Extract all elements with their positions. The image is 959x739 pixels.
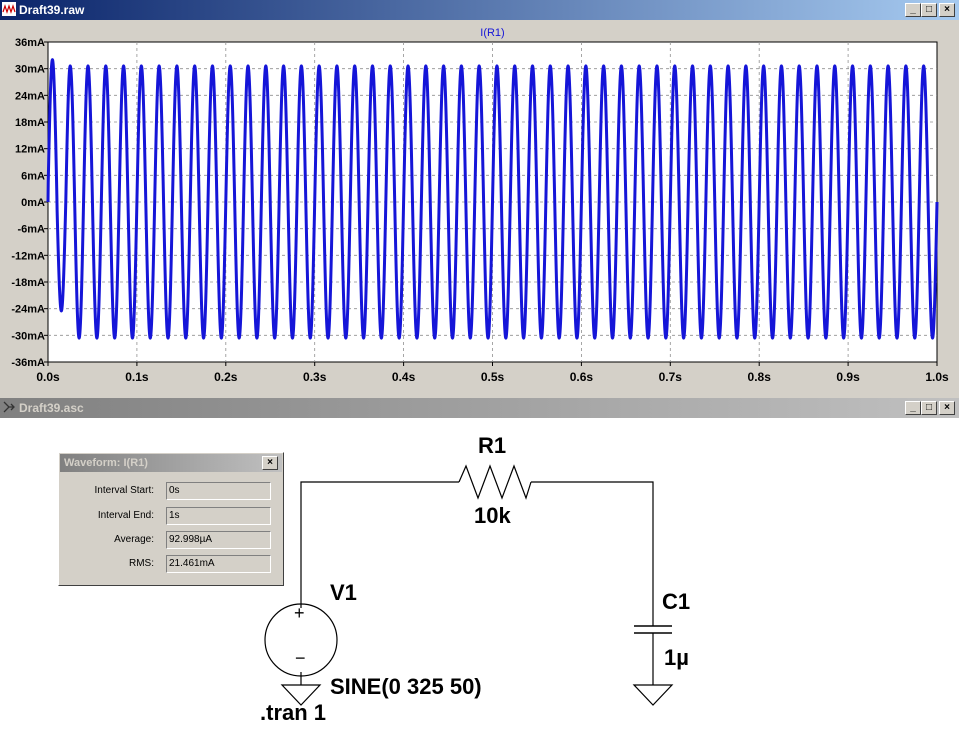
close-button[interactable]: × [939, 3, 955, 17]
interval-end-label: Interval End: [97, 510, 154, 521]
dialog-close-button[interactable]: × [262, 456, 278, 470]
waveform-chart[interactable]: 0.0s 0.1s 0.2s 0.3s 0.4s 0.5s 0.6s 0.7s 0.8s 0.9s… [0, 20, 959, 391]
x-tick-label: 0.3s [303, 370, 327, 384]
interval-start-row: Interval Start: 0s [59, 482, 283, 500]
source-value-label[interactable]: SINE(0 325 50) [330, 674, 482, 699]
minimize-button[interactable]: _ [905, 3, 921, 17]
interval-start-label: Interval Start: [94, 485, 154, 496]
schematic-title-bar[interactable]: Draft39.asc _ □ × [0, 398, 959, 418]
x-tick-label: 0.7s [659, 370, 683, 384]
x-tick-label: 0.2s [214, 370, 238, 384]
y-tick-label: -24mA [11, 304, 45, 316]
interval-end-row: Interval End: 1s [59, 507, 283, 525]
y-tick-label: -6mA [17, 224, 45, 236]
close-button[interactable]: × [939, 401, 955, 415]
y-tick-label: 6mA [21, 170, 45, 182]
waveform-measure-dialog: Waveform: I(R1) × Interval Start: 0s Int… [58, 452, 284, 586]
waveform-title-bar[interactable]: Draft39.raw _ □ × [0, 0, 959, 20]
trace-title: I(R1) [480, 27, 504, 39]
series-line-i-r1 [46, 58, 939, 340]
interval-end-field[interactable]: 1s [166, 507, 271, 525]
x-tick-label: 0.9s [836, 370, 860, 384]
minimize-button[interactable]: _ [905, 401, 921, 415]
dialog-title: Waveform: I(R1) [64, 457, 148, 469]
average-field: 92.998µA [166, 531, 271, 549]
interval-start-field[interactable]: 0s [166, 482, 271, 500]
schematic-app-icon [3, 401, 15, 413]
y-tick-label: 12mA [15, 144, 45, 156]
capacitor-value-label[interactable]: 1µ [664, 645, 689, 670]
resistor-name-label[interactable]: R1 [478, 433, 507, 458]
average-label: Average: [114, 534, 154, 545]
y-tick-label: -18mA [11, 277, 45, 289]
capacitor-name-label[interactable]: C1 [662, 589, 691, 614]
restore-button[interactable]: □ [921, 3, 937, 17]
source-name-label[interactable]: V1 [330, 580, 357, 605]
y-tick-label: -36mA [11, 357, 45, 369]
x-tick-label: 0.5s [481, 370, 505, 384]
y-tick-label: 24mA [15, 90, 45, 102]
tran-directive[interactable]: .tran 1 [260, 700, 327, 725]
rms-label: RMS: [129, 558, 154, 569]
source-plus-sign: + [294, 603, 305, 623]
waveform-window-title: Draft39.raw [19, 3, 85, 17]
schematic-window-title: Draft39.asc [19, 401, 84, 415]
x-tick-label: 0.0s [36, 370, 60, 384]
waveform-app-icon [2, 2, 16, 16]
average-row: Average: 92.998µA [59, 531, 283, 549]
y-tick-label: 0mA [21, 197, 45, 209]
y-tick-label: -12mA [11, 250, 45, 262]
y-tick-label: 36mA [15, 37, 45, 49]
x-tick-label: 0.8s [748, 370, 772, 384]
resistor-value-label[interactable]: 10k [474, 503, 511, 528]
plot-area[interactable]: 0.0s 0.1s 0.2s 0.3s 0.4s 0.5s 0.6s 0.7s 0.8s 0.9s… [0, 20, 959, 391]
window-separator [0, 391, 959, 398]
y-tick-label: -30mA [11, 330, 45, 342]
x-tick-label: 0.1s [125, 370, 149, 384]
dialog-title-bar[interactable]: Waveform: I(R1) × [60, 454, 282, 472]
x-tick-label: 0.4s [392, 370, 416, 384]
y-tick-label: 30mA [15, 64, 45, 76]
x-tick-label: 1.0s [925, 370, 949, 384]
source-minus-sign: − [295, 648, 306, 668]
rms-row: RMS: 21.461mA [59, 555, 283, 573]
restore-button[interactable]: □ [921, 401, 937, 415]
rms-field: 21.461mA [166, 555, 271, 573]
y-tick-label: 18mA [15, 117, 45, 129]
x-tick-label: 0.6s [570, 370, 594, 384]
